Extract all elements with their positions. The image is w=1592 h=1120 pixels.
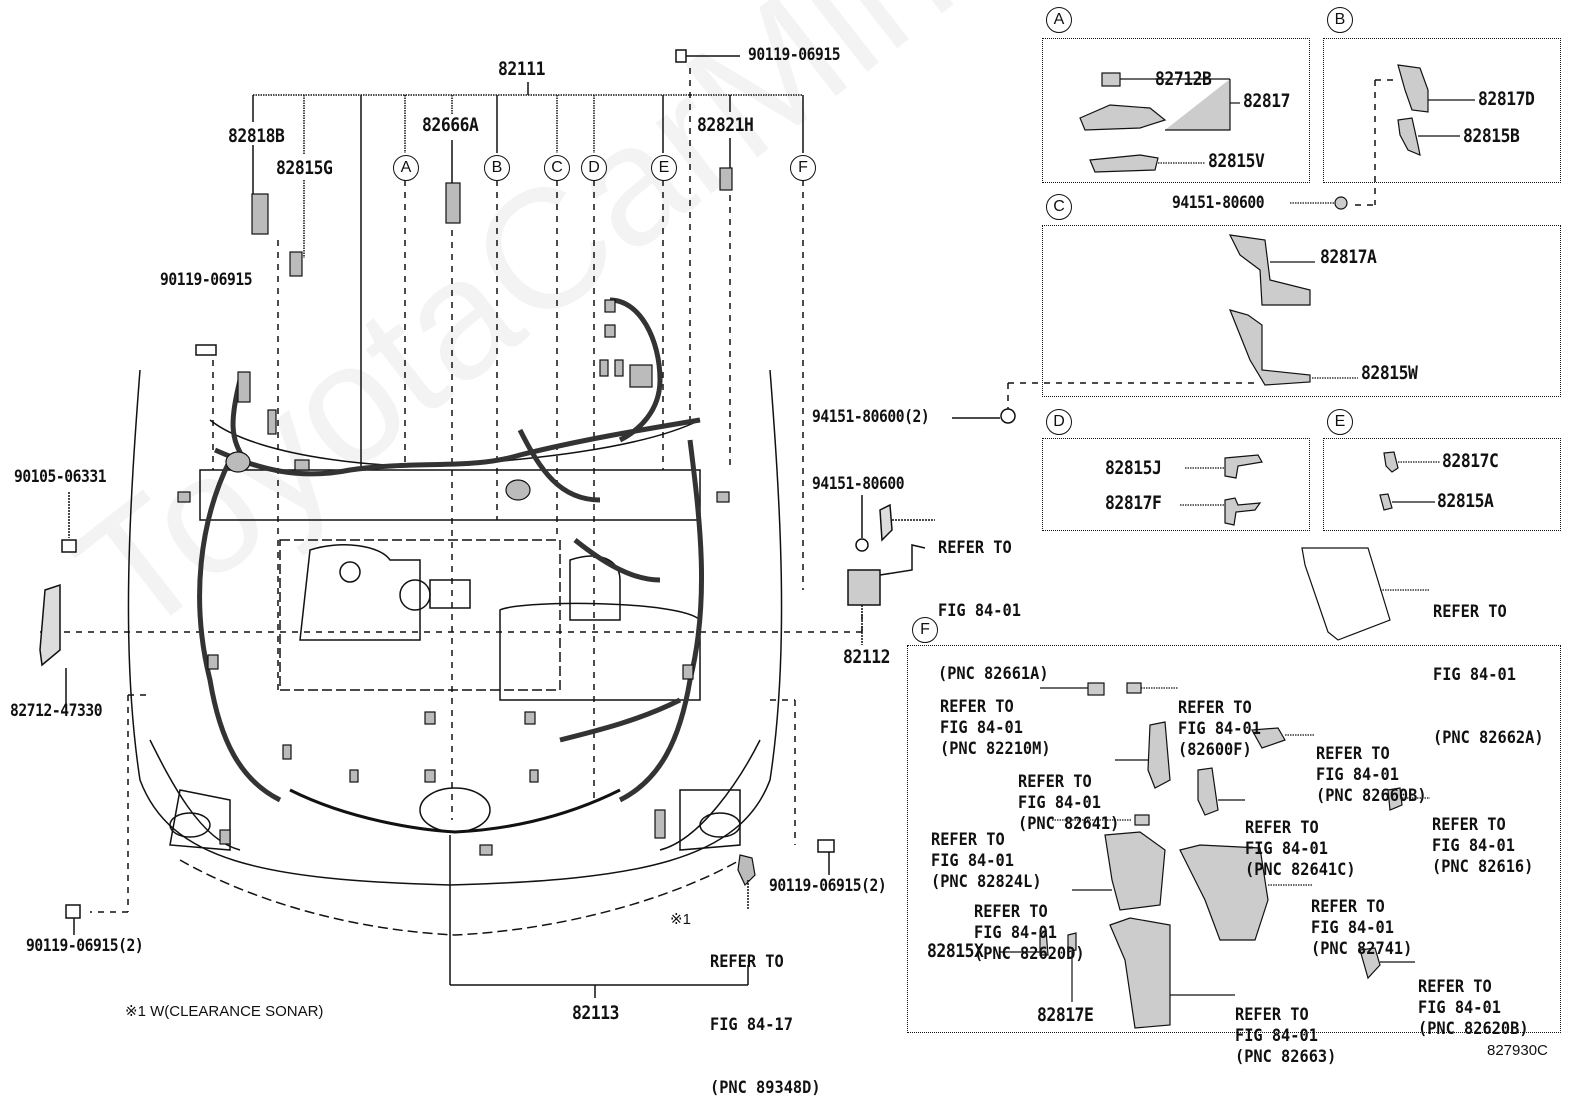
- part-label-90105-06331[interactable]: 90105-06331: [14, 467, 107, 487]
- detail-circle-e: E: [1327, 409, 1353, 435]
- harness-82111-leader: [252, 82, 804, 470]
- part-label-clip-2[interactable]: 94151-80600(2): [812, 407, 930, 427]
- part-label-bolt-bottom-left[interactable]: 90119-06915(2): [26, 936, 144, 956]
- part-label-82817d[interactable]: 82817D: [1478, 88, 1535, 110]
- part-label-82815x[interactable]: 82815X: [927, 940, 984, 962]
- part-label-82821h[interactable]: 82821H: [697, 114, 754, 136]
- wiring-harness: [197, 297, 705, 803]
- detail-box-c: [1042, 225, 1561, 397]
- connectors: [177, 167, 756, 887]
- part-label-82815b[interactable]: 82815B: [1463, 125, 1520, 147]
- sonar-mark: ※1: [670, 911, 691, 928]
- part-label-82817e[interactable]: 82817E: [1037, 1004, 1094, 1026]
- part-label-82111[interactable]: 82111: [498, 58, 546, 80]
- part-label-bolt-left[interactable]: 90119-06915: [160, 270, 253, 290]
- part-label-82815j[interactable]: 82815J: [1105, 457, 1162, 479]
- figure-code: 827930C: [1487, 1042, 1548, 1059]
- callout-circle-e[interactable]: E: [651, 155, 677, 181]
- part-label-82712-47330[interactable]: 82712-47330: [10, 701, 103, 721]
- detail-circle-b: B: [1327, 7, 1353, 33]
- detail-circle-f: F: [912, 617, 938, 643]
- part-label-82818b[interactable]: 82818B: [228, 125, 285, 147]
- part-label-82817[interactable]: 82817: [1243, 90, 1291, 112]
- part-label-82666a[interactable]: 82666A: [422, 114, 479, 136]
- refer-82662a[interactable]: REFER TO FIG 84-01 (PNC 82662A): [1433, 602, 1544, 748]
- detail-box-f: [907, 645, 1561, 1033]
- part-label-bolt-top[interactable]: 90119-06915: [748, 45, 841, 65]
- part-label-82712b[interactable]: 82712B: [1155, 68, 1212, 90]
- part-label-82815a[interactable]: 82815A: [1437, 490, 1494, 512]
- callout-circle-f[interactable]: F: [790, 155, 816, 181]
- detail-circle-a: A: [1046, 7, 1072, 33]
- part-label-82815g[interactable]: 82815G: [276, 157, 333, 179]
- part-label-82817c[interactable]: 82817C: [1442, 450, 1499, 472]
- part-label-82817a[interactable]: 82817A: [1320, 246, 1377, 268]
- callout-circle-a[interactable]: A: [393, 155, 419, 181]
- part-label-82113[interactable]: 82113: [572, 1002, 620, 1024]
- detail-box-a: [1042, 38, 1310, 183]
- callout-circle-c[interactable]: C: [544, 155, 570, 181]
- part-label-82815w[interactable]: 82815W: [1361, 362, 1418, 384]
- detail-part-sketches: [1000, 64, 1475, 1029]
- part-label-82817f[interactable]: 82817F: [1105, 492, 1162, 514]
- refer-89348d[interactable]: REFER TO FIG 84-17 (PNC 89348D): [710, 952, 821, 1098]
- callout-circle-d[interactable]: D: [581, 155, 607, 181]
- refer-82661a[interactable]: REFER TO FIG 84-01 (PNC 82661A): [938, 538, 1049, 684]
- detail-box-d: [1042, 438, 1310, 531]
- callout-circle-b[interactable]: B: [484, 155, 510, 181]
- fasteners: [39, 49, 1016, 998]
- detail-circle-d: D: [1046, 409, 1072, 435]
- part-label-bolt-bottom-right[interactable]: 90119-06915(2): [769, 876, 887, 896]
- detail-box-b: [1323, 38, 1561, 183]
- callout-drop-lines: [40, 68, 1395, 913]
- footnote-clearance-sonar: ※1 W(CLEARANCE SONAR): [125, 1003, 324, 1020]
- detail-box-e: [1323, 438, 1561, 531]
- part-label-82112[interactable]: 82112: [843, 646, 891, 668]
- part-label-82815v[interactable]: 82815V: [1208, 150, 1265, 172]
- part-label-clip-1[interactable]: 94151-80600: [812, 474, 905, 494]
- part-label-clip-b[interactable]: 94151-80600: [1172, 193, 1265, 213]
- detail-circle-c: C: [1046, 194, 1072, 220]
